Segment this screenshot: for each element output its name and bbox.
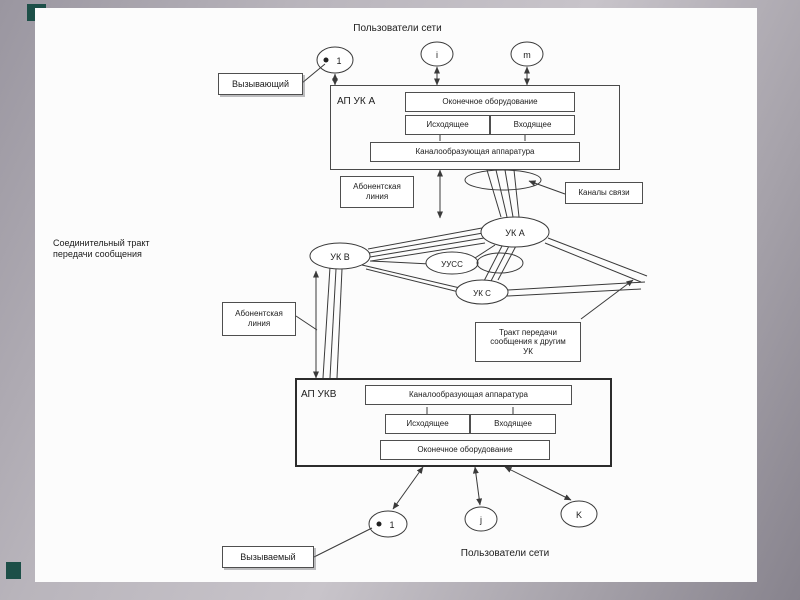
arrow-nodeB-user1 xyxy=(392,466,424,510)
tract-arrow xyxy=(580,279,634,320)
uka-ukb-1 xyxy=(367,227,483,250)
ukc-uka-3 xyxy=(497,245,517,281)
channel-group-top xyxy=(464,169,542,191)
uka-right-2 xyxy=(544,242,642,283)
tract-line1: Тракт передачи xyxy=(499,327,557,337)
node-a-channel-eq-box: Каналообразующая аппаратура xyxy=(370,142,580,162)
uusc-uka xyxy=(474,244,496,259)
subscriber-line-top-line2: линия xyxy=(365,192,389,201)
subscriber-line-mid-box: Абонентская линия xyxy=(222,302,296,336)
slide-canvas: 1 i m УК А УК В УУСС УК С 1 j K Пользова… xyxy=(35,8,757,582)
connection-lines xyxy=(295,66,648,510)
subscriber-line-top-line1: Абонентская xyxy=(353,182,401,192)
ukc-right-1 xyxy=(506,281,646,291)
uk-a-label: УК А xyxy=(505,228,524,238)
uka-right-1 xyxy=(547,237,648,277)
ellipse-top-i xyxy=(420,41,454,67)
ukb-ukc-2 xyxy=(365,268,464,294)
left-tract-label: Соединительный тракт передачи сообщения xyxy=(53,238,218,261)
slide-accent-square-bottom xyxy=(6,562,21,579)
callee-box: Вызываемый xyxy=(222,546,314,568)
subscriber-line-top-box: Абонентская линия xyxy=(340,176,414,208)
ellipse-top-1 xyxy=(316,46,354,74)
ellipse-uk-b xyxy=(309,242,371,270)
node-b-title: АП УКВ xyxy=(301,389,337,400)
bottom-j-label: j xyxy=(479,515,482,525)
callee-connector xyxy=(313,527,373,558)
ukb-uusc xyxy=(369,260,431,265)
top-m-label: m xyxy=(523,50,531,60)
ukb-bundle-2 xyxy=(329,268,337,379)
ellipse-bottom-j xyxy=(464,506,498,532)
top-1-label: 1 xyxy=(336,56,341,66)
node-b-terminal-box: Оконечное оборудование xyxy=(380,440,550,460)
tract-line3: УК xyxy=(523,346,533,356)
top-i-label: i xyxy=(436,50,438,60)
dot-bottom-1 xyxy=(376,521,382,527)
diagram-lines-canvas: 1 i m УК А УК В УУСС УК С 1 j K xyxy=(295,41,648,558)
channel-group-outlines xyxy=(464,169,542,274)
bottom-users-heading: Пользователи сети xyxy=(460,548,550,559)
ukb-bundle-3 xyxy=(336,268,343,379)
node-ellipses xyxy=(309,41,598,538)
node-a-title: АП УК А xyxy=(337,96,376,107)
dot-top-1 xyxy=(323,57,329,63)
subscriber-line-mid-line1: Абонентская xyxy=(235,309,283,319)
bottom-k-label: K xyxy=(576,510,582,520)
arrow-nodeB-userj xyxy=(472,466,483,506)
tract-line2: сообщения к другим xyxy=(490,337,566,347)
channel-line-2 xyxy=(495,169,508,218)
label-connectors xyxy=(301,63,373,558)
bottom-1-label: 1 xyxy=(389,520,394,530)
node-b-channel-eq-box: Каналообразующая аппаратура xyxy=(365,385,572,405)
ukc-uka-2 xyxy=(490,245,510,282)
node-a-incoming-box: Входящее xyxy=(490,115,575,135)
channel-line-4 xyxy=(513,169,520,218)
channel-line-1 xyxy=(486,169,502,218)
top-users-heading: Пользователи сети xyxy=(353,23,442,34)
uk-c-label: УК С xyxy=(473,289,491,298)
uusc-label: УУСС xyxy=(441,260,463,269)
node-b-container xyxy=(295,378,612,467)
ellipse-bottom-k xyxy=(560,500,598,528)
left-tract-label-line1: Соединительный тракт xyxy=(53,238,150,248)
ukc-uka-1 xyxy=(483,245,503,282)
left-tract-label-line2: передачи сообщения xyxy=(53,249,142,260)
node-a-outgoing-box: Исходящее xyxy=(405,115,490,135)
channel-group-mid xyxy=(476,252,524,274)
node-b-outgoing-box: Исходящее xyxy=(385,414,470,434)
ellipse-bottom-1 xyxy=(368,510,408,538)
ellipse-labels: 1 i m УК А УК В УУСС УК С 1 j K xyxy=(330,50,582,530)
channels-box: Каналы связи xyxy=(565,182,643,204)
uk-b-label: УК В xyxy=(330,252,349,262)
channels-pointer xyxy=(528,180,566,195)
node-b-incoming-box: Входящее xyxy=(470,414,556,434)
uka-ukb-2 xyxy=(368,232,484,254)
node-a-terminal-box: Оконечное оборудование xyxy=(405,92,575,112)
ellipse-uk-a xyxy=(480,216,550,248)
arrow-nodeB-userk xyxy=(504,466,572,501)
ukb-ukc-1 xyxy=(361,264,461,289)
ellipse-uusc xyxy=(425,251,479,275)
caller-connector xyxy=(301,63,326,84)
node-a-container xyxy=(330,85,620,170)
ellipse-top-m xyxy=(510,41,544,67)
tract-box: Тракт передачи сообщения к другим УК xyxy=(475,322,581,362)
subscriber-mid-pointer xyxy=(295,315,318,331)
uka-ukb-3 xyxy=(369,237,485,258)
ukc-right-2 xyxy=(506,288,642,297)
channel-line-3 xyxy=(504,169,514,218)
uka-ukb-4 xyxy=(370,242,486,262)
ukb-bundle-1 xyxy=(322,266,331,379)
caller-box: Вызывающий xyxy=(218,73,303,95)
ellipse-uk-c xyxy=(455,279,509,305)
subscriber-line-mid-line2: линия xyxy=(247,319,271,328)
